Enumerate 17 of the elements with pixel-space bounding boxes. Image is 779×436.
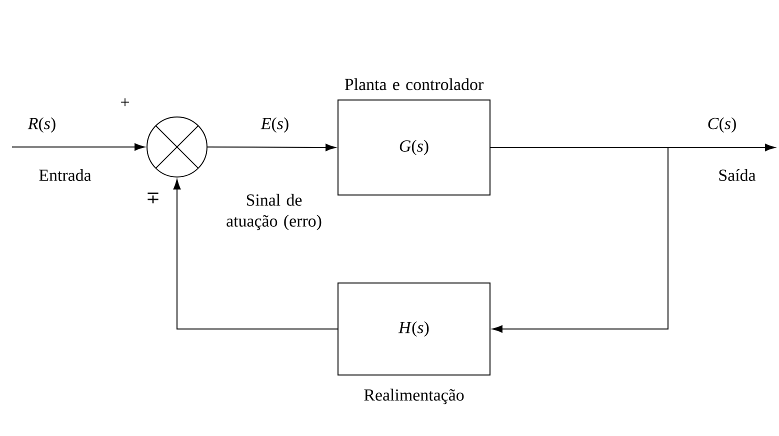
signal-label: Saída bbox=[719, 169, 756, 181]
block-title: Planta e controlador bbox=[344, 78, 484, 90]
sign-label: ∓ bbox=[148, 192, 158, 204]
arrow bbox=[12, 143, 145, 151]
block: H(s) bbox=[338, 282, 490, 376]
signal-label: R(s) bbox=[28, 117, 56, 133]
arrow bbox=[490, 147, 668, 333]
block: G(s) bbox=[338, 100, 490, 196]
signal-label: C(s) bbox=[708, 117, 736, 133]
arrow bbox=[207, 144, 336, 152]
signal-label: Entrada bbox=[39, 169, 92, 181]
arrow bbox=[173, 179, 338, 330]
signal-label: Sinal de atuação (erro) bbox=[226, 194, 322, 230]
signal-label: E(s) bbox=[260, 117, 288, 133]
block-caption: Realimentação bbox=[364, 388, 464, 404]
sign-label: + bbox=[121, 98, 129, 106]
summing-junction bbox=[146, 116, 208, 178]
